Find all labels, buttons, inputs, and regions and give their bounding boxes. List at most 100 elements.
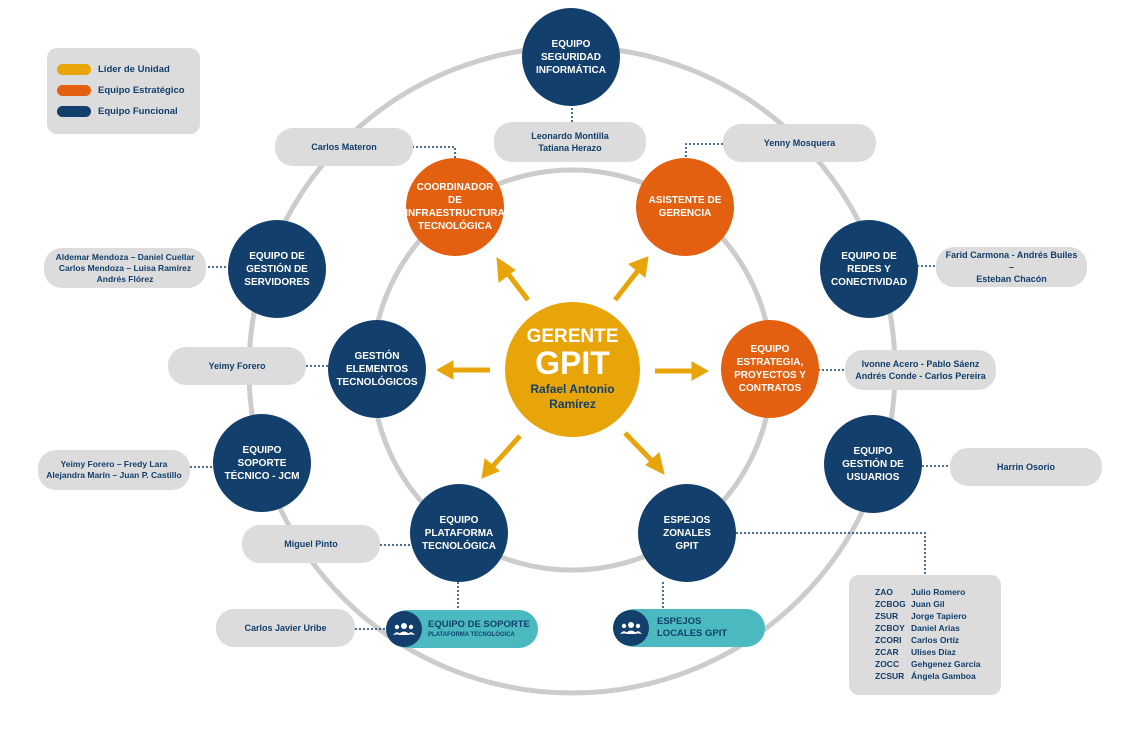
node-label: TECNOLÓGICOS xyxy=(336,376,418,388)
node-label: EQUIPO xyxy=(439,514,479,526)
zone-row: ZCORI Carlos Ortíz xyxy=(875,635,959,645)
people-seguridad: Leonardo Montilla Tatiana Herazo xyxy=(494,122,646,162)
person-name: Yeimy Forero xyxy=(208,361,266,371)
node-redes: EQUIPO DE REDES Y CONECTIVIDAD xyxy=(820,220,918,318)
people-group-icon xyxy=(620,622,642,634)
node-label: GPIT xyxy=(675,540,699,552)
people-servidores: Aldemar Mendoza – Daniel Cuellar Carlos … xyxy=(44,248,206,288)
legend-item-leader: Líder de Unidad xyxy=(57,64,170,75)
node-label: TÉCNICO - JCM xyxy=(224,470,300,482)
person-name: Aldemar Mendoza – Daniel Cuellar xyxy=(55,251,195,262)
zone-row: ZCAR Ulises Díaz xyxy=(875,647,956,657)
zone-code: ZCORI xyxy=(875,635,902,645)
legend-label: Líder de Unidad xyxy=(98,64,170,75)
legend-swatch-gold xyxy=(57,64,91,75)
node-label: CONTRATOS xyxy=(738,383,802,394)
zone-code: ZCBOG xyxy=(875,599,906,609)
person-name: Leonardo Montilla xyxy=(531,131,609,141)
center-name-1: Rafael Antonio xyxy=(530,382,615,396)
node-label: SOPORTE xyxy=(237,457,287,469)
person-name: Harrin Osorio xyxy=(996,462,1055,472)
node-label: SERVIDORES xyxy=(244,276,310,288)
node-label: TECNOLÓGICA xyxy=(418,221,492,232)
zone-name: Carlos Ortíz xyxy=(911,635,960,645)
node-label: GESTIÓN DE xyxy=(246,263,308,275)
node-soporte-tecnico: EQUIPO SOPORTE TÉCNICO - JCM xyxy=(213,414,311,512)
people-usuarios: Harrin Osorio xyxy=(950,448,1102,486)
person-name: Carlos Javier Uribe xyxy=(244,623,327,633)
group-icon xyxy=(386,611,422,647)
zone-row: ZCBOY Daniel Arias xyxy=(875,623,960,633)
node-usuarios: EQUIPO GESTIÓN DE USUARIOS xyxy=(824,415,922,513)
zone-name: Jorge Tapiero xyxy=(911,611,967,621)
node-gestion-elementos: GESTIÓN ELEMENTOS TECNOLÓGICOS xyxy=(328,320,426,418)
node-seguridad-informatica: EQUIPO SEGURIDAD INFORMÁTICA xyxy=(522,8,620,106)
people-asistente: Yenny Mosquera xyxy=(723,124,876,162)
node-label: CONECTIVIDAD xyxy=(830,276,908,288)
zone-code: ZCAR xyxy=(875,647,899,657)
zone-code: ZSUR xyxy=(875,611,899,621)
people-redes: Farid Carmona - Andrés Builes – Esteban … xyxy=(936,247,1087,287)
dotted-connectors xyxy=(190,104,951,630)
zone-row: ZSUR Jorge Tapiero xyxy=(875,611,967,621)
node-label: ESPEJOS xyxy=(663,514,711,526)
node-label: EQUIPO xyxy=(750,344,790,355)
node-label: ZONALES xyxy=(663,527,711,539)
person-name: Carlos Mendoza – Luisa Ramírez xyxy=(58,262,192,273)
zone-name: Juan Gil xyxy=(911,599,945,609)
legend: Líder de Unidad Equipo Estratégico Equip… xyxy=(47,48,200,134)
node-label: EQUIPO DE xyxy=(249,250,305,262)
node-espejos-zonales: ESPEJOS ZONALES GPIT xyxy=(638,484,736,582)
people-group-icon xyxy=(393,623,415,635)
node-label: ESTRATEGIA, xyxy=(736,357,804,368)
node-label: TECNOLÓGICA xyxy=(422,540,496,552)
zone-row: ZCBOG Juan Gil xyxy=(875,599,945,609)
legend-item-functional: Equipo Funcional xyxy=(57,106,178,117)
node-label: GERENCIA xyxy=(658,208,712,219)
person-name: Farid Carmona - Andrés Builes – xyxy=(945,250,1078,272)
people-soporte-tecnico: Yeimy Forero – Fredy Lara Alejandra Marí… xyxy=(38,450,190,490)
person-name: Esteban Chacón xyxy=(976,274,1047,284)
center-name-2: Ramírez xyxy=(549,397,596,411)
node-estrategia: EQUIPO ESTRATEGIA, PROYECTOS Y CONTRATOS xyxy=(721,320,819,418)
node-label: ASISTENTE DE xyxy=(648,195,722,206)
node-asistente: ASISTENTE DE GERENCIA xyxy=(636,158,734,256)
node-label: INFORMÁTICA xyxy=(536,64,606,76)
node-coordinador: COORDINADOR DE INFRAESTRUCTURA TECNOLÓGI… xyxy=(405,158,505,256)
node-label: DE xyxy=(448,195,462,206)
legend-swatch-orange xyxy=(57,85,91,96)
node-label: SEGURIDAD xyxy=(540,51,601,63)
teal-box-subtitle: PLATAFORMA TECNOLÓGICA xyxy=(428,631,515,638)
person-name: Miguel Pinto xyxy=(284,539,338,549)
person-name: Yeimy Forero – Fredy Lara xyxy=(60,459,168,469)
node-label: GESTIÓN xyxy=(354,350,400,362)
node-plataforma: EQUIPO PLATAFORMA TECNOLÓGICA xyxy=(410,484,508,582)
node-label: EQUIPO DE xyxy=(841,250,897,262)
person-name: Tatiana Herazo xyxy=(538,143,602,153)
people-estrategia: Ivonne Acero - Pablo Sáenz Andrés Conde … xyxy=(845,350,996,390)
node-label: REDES Y xyxy=(847,263,891,275)
arrows xyxy=(435,256,710,479)
center-node-gerente: GERENTE GPIT Rafael Antonio Ramírez xyxy=(505,302,640,437)
zone-name: Daniel Arias xyxy=(911,623,960,633)
node-label: USUARIOS xyxy=(846,471,900,483)
node-label: PLATAFORMA xyxy=(424,527,494,539)
person-name: Carlos Materon xyxy=(311,142,377,152)
legend-swatch-navy xyxy=(57,106,91,117)
people-soporte-plataforma: Carlos Javier Uribe xyxy=(216,609,355,647)
node-label: EQUIPO xyxy=(853,445,893,457)
center-title-2: GPIT xyxy=(535,345,610,381)
node-servidores: EQUIPO DE GESTIÓN DE SERVIDORES xyxy=(228,220,326,318)
center-title-1: GERENTE xyxy=(526,326,619,347)
legend-label: Equipo Estratégico xyxy=(98,85,185,96)
person-name: Yenny Mosquera xyxy=(763,138,836,148)
zone-name: Ulises Díaz xyxy=(911,647,956,657)
zone-code: ZCBOY xyxy=(875,623,905,633)
node-label: COORDINADOR xyxy=(416,182,494,193)
node-label: EQUIPO xyxy=(242,444,282,456)
node-label: GESTIÓN DE xyxy=(842,458,904,470)
